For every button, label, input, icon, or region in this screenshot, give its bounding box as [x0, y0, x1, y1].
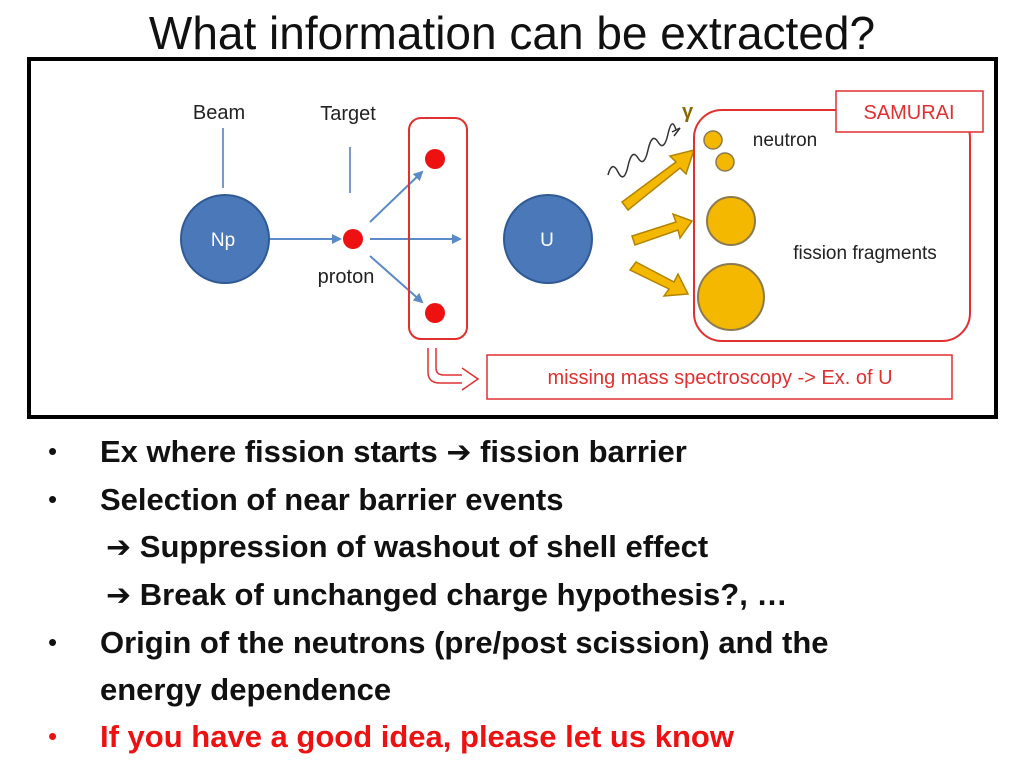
fission-fragment-heavy [697, 263, 765, 331]
target-label: Target [320, 103, 376, 125]
bullet-selection: • Selection of near barrier events [48, 476, 1008, 523]
u-nucleus [503, 194, 593, 284]
np-label: Np [211, 230, 235, 251]
right-arrow-icon: ➔ [106, 531, 132, 564]
target-proton [343, 229, 363, 249]
bullet-neutron-origin: • Origin of the neutrons (pre/post sciss… [48, 619, 1008, 713]
scatter-arrow-down [369, 255, 424, 304]
samurai-detector-box [693, 109, 971, 342]
bullet-dot: • [48, 721, 58, 751]
fission-fragment-light [706, 196, 756, 246]
scatter-arrow-up [369, 170, 424, 223]
sub-bullet-charge-hypothesis: ➔ Break of unchanged charge hypothesis?,… [106, 577, 788, 612]
samurai-label: SAMURAI [863, 102, 954, 124]
page-title: What information can be extracted? [148, 7, 876, 59]
right-arrow-icon: ➔ [106, 579, 132, 612]
np-nucleus [180, 194, 270, 284]
right-arrow-icon: ➔ [446, 436, 472, 469]
fission-fragments-label: fission fragments [793, 243, 937, 264]
diagram-frame [27, 57, 998, 419]
missing-mass-connector [427, 348, 462, 384]
missing-mass-arrowhead [461, 367, 480, 391]
gamma-label: γ [682, 101, 694, 123]
scattered-proton-bottom [425, 303, 445, 323]
proton-label: proton [318, 266, 375, 288]
bullet-dot: • [48, 627, 58, 657]
neutron-emission-arrow [620, 148, 696, 212]
missing-mass-connector-inner [435, 348, 462, 376]
bullet-call-for-ideas: • If you have a good idea, please let us… [48, 713, 1008, 760]
scattered-proton-top [425, 149, 445, 169]
bullet-dot: • [48, 436, 58, 466]
missing-mass-box [486, 354, 953, 400]
fragment-arrow-upper [631, 212, 694, 246]
proton-detector-box [408, 117, 468, 340]
beam-label: Beam [193, 102, 245, 124]
missing-mass-label: missing mass spectroscopy -> Ex. of U [547, 367, 892, 389]
neutron-small-2 [715, 152, 735, 172]
gamma-arrowhead [671, 127, 681, 137]
bullet-fission-barrier: • Ex where fission starts ➔ fission barr… [48, 428, 1008, 476]
bullet-dot: • [48, 484, 58, 514]
u-label: U [540, 230, 554, 251]
bullet-list: • Ex where fission starts ➔ fission barr… [48, 428, 1008, 760]
fragment-arrow-lower [628, 261, 690, 297]
neutron-label: neutron [753, 130, 817, 151]
samurai-label-box [835, 90, 984, 133]
gamma-wave [607, 123, 677, 178]
neutron-small-1 [703, 130, 723, 150]
sub-bullet-suppression: ➔ Suppression of washout of shell effect [106, 529, 709, 564]
